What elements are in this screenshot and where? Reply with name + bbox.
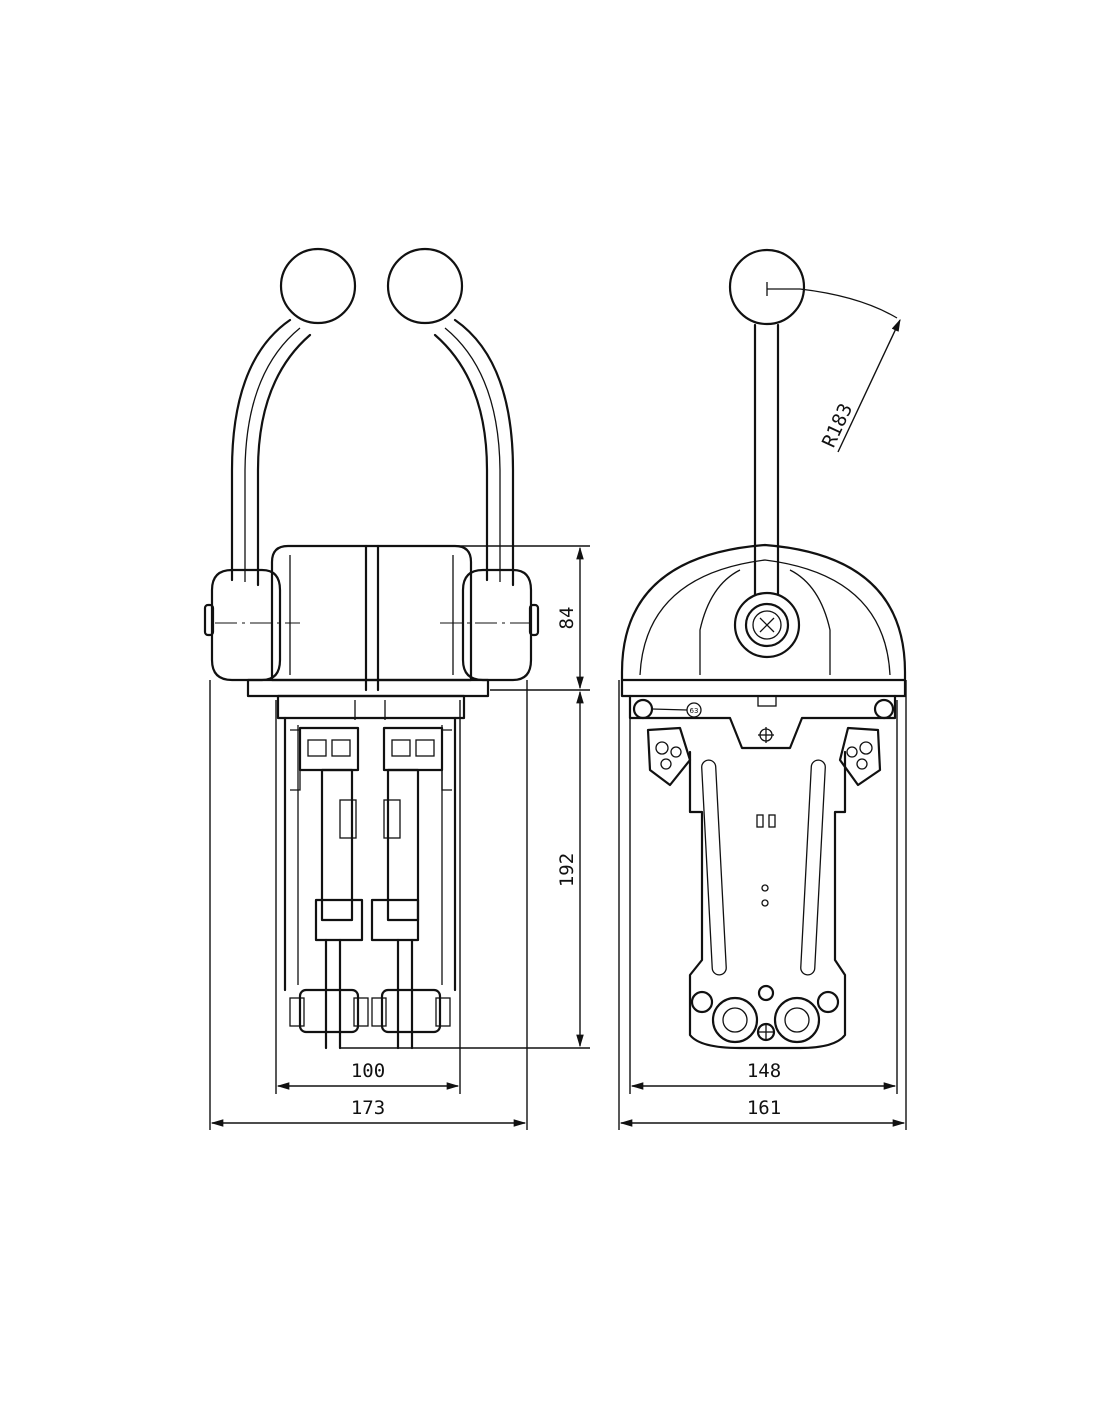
- left-lever: [230, 247, 357, 587]
- small-label-63: 63: [690, 707, 699, 715]
- side-mechanism: 63: [628, 694, 897, 1050]
- dim-161-label: 161: [747, 1097, 781, 1119]
- dim-192-label: 192: [556, 853, 578, 887]
- side-dimensions: 148 161: [618, 680, 907, 1130]
- front-view: 84 192 100 173: [203, 247, 590, 1130]
- dim-173-label: 173: [351, 1097, 385, 1119]
- side-view: R183 63: [618, 248, 907, 1130]
- side-lever: [728, 248, 806, 612]
- front-dimensions: 84 192 100 173: [209, 545, 590, 1130]
- side-housing: [620, 543, 907, 698]
- dim-84-label: 84: [556, 607, 578, 630]
- dim-100-label: 100: [351, 1060, 385, 1082]
- front-mechanism: [276, 694, 466, 1050]
- right-lever-knob: [386, 247, 464, 325]
- left-lever-knob: [279, 247, 357, 325]
- right-lever: [386, 247, 515, 587]
- dim-148-label: 148: [747, 1060, 781, 1082]
- dim-r183-label: R183: [818, 400, 857, 451]
